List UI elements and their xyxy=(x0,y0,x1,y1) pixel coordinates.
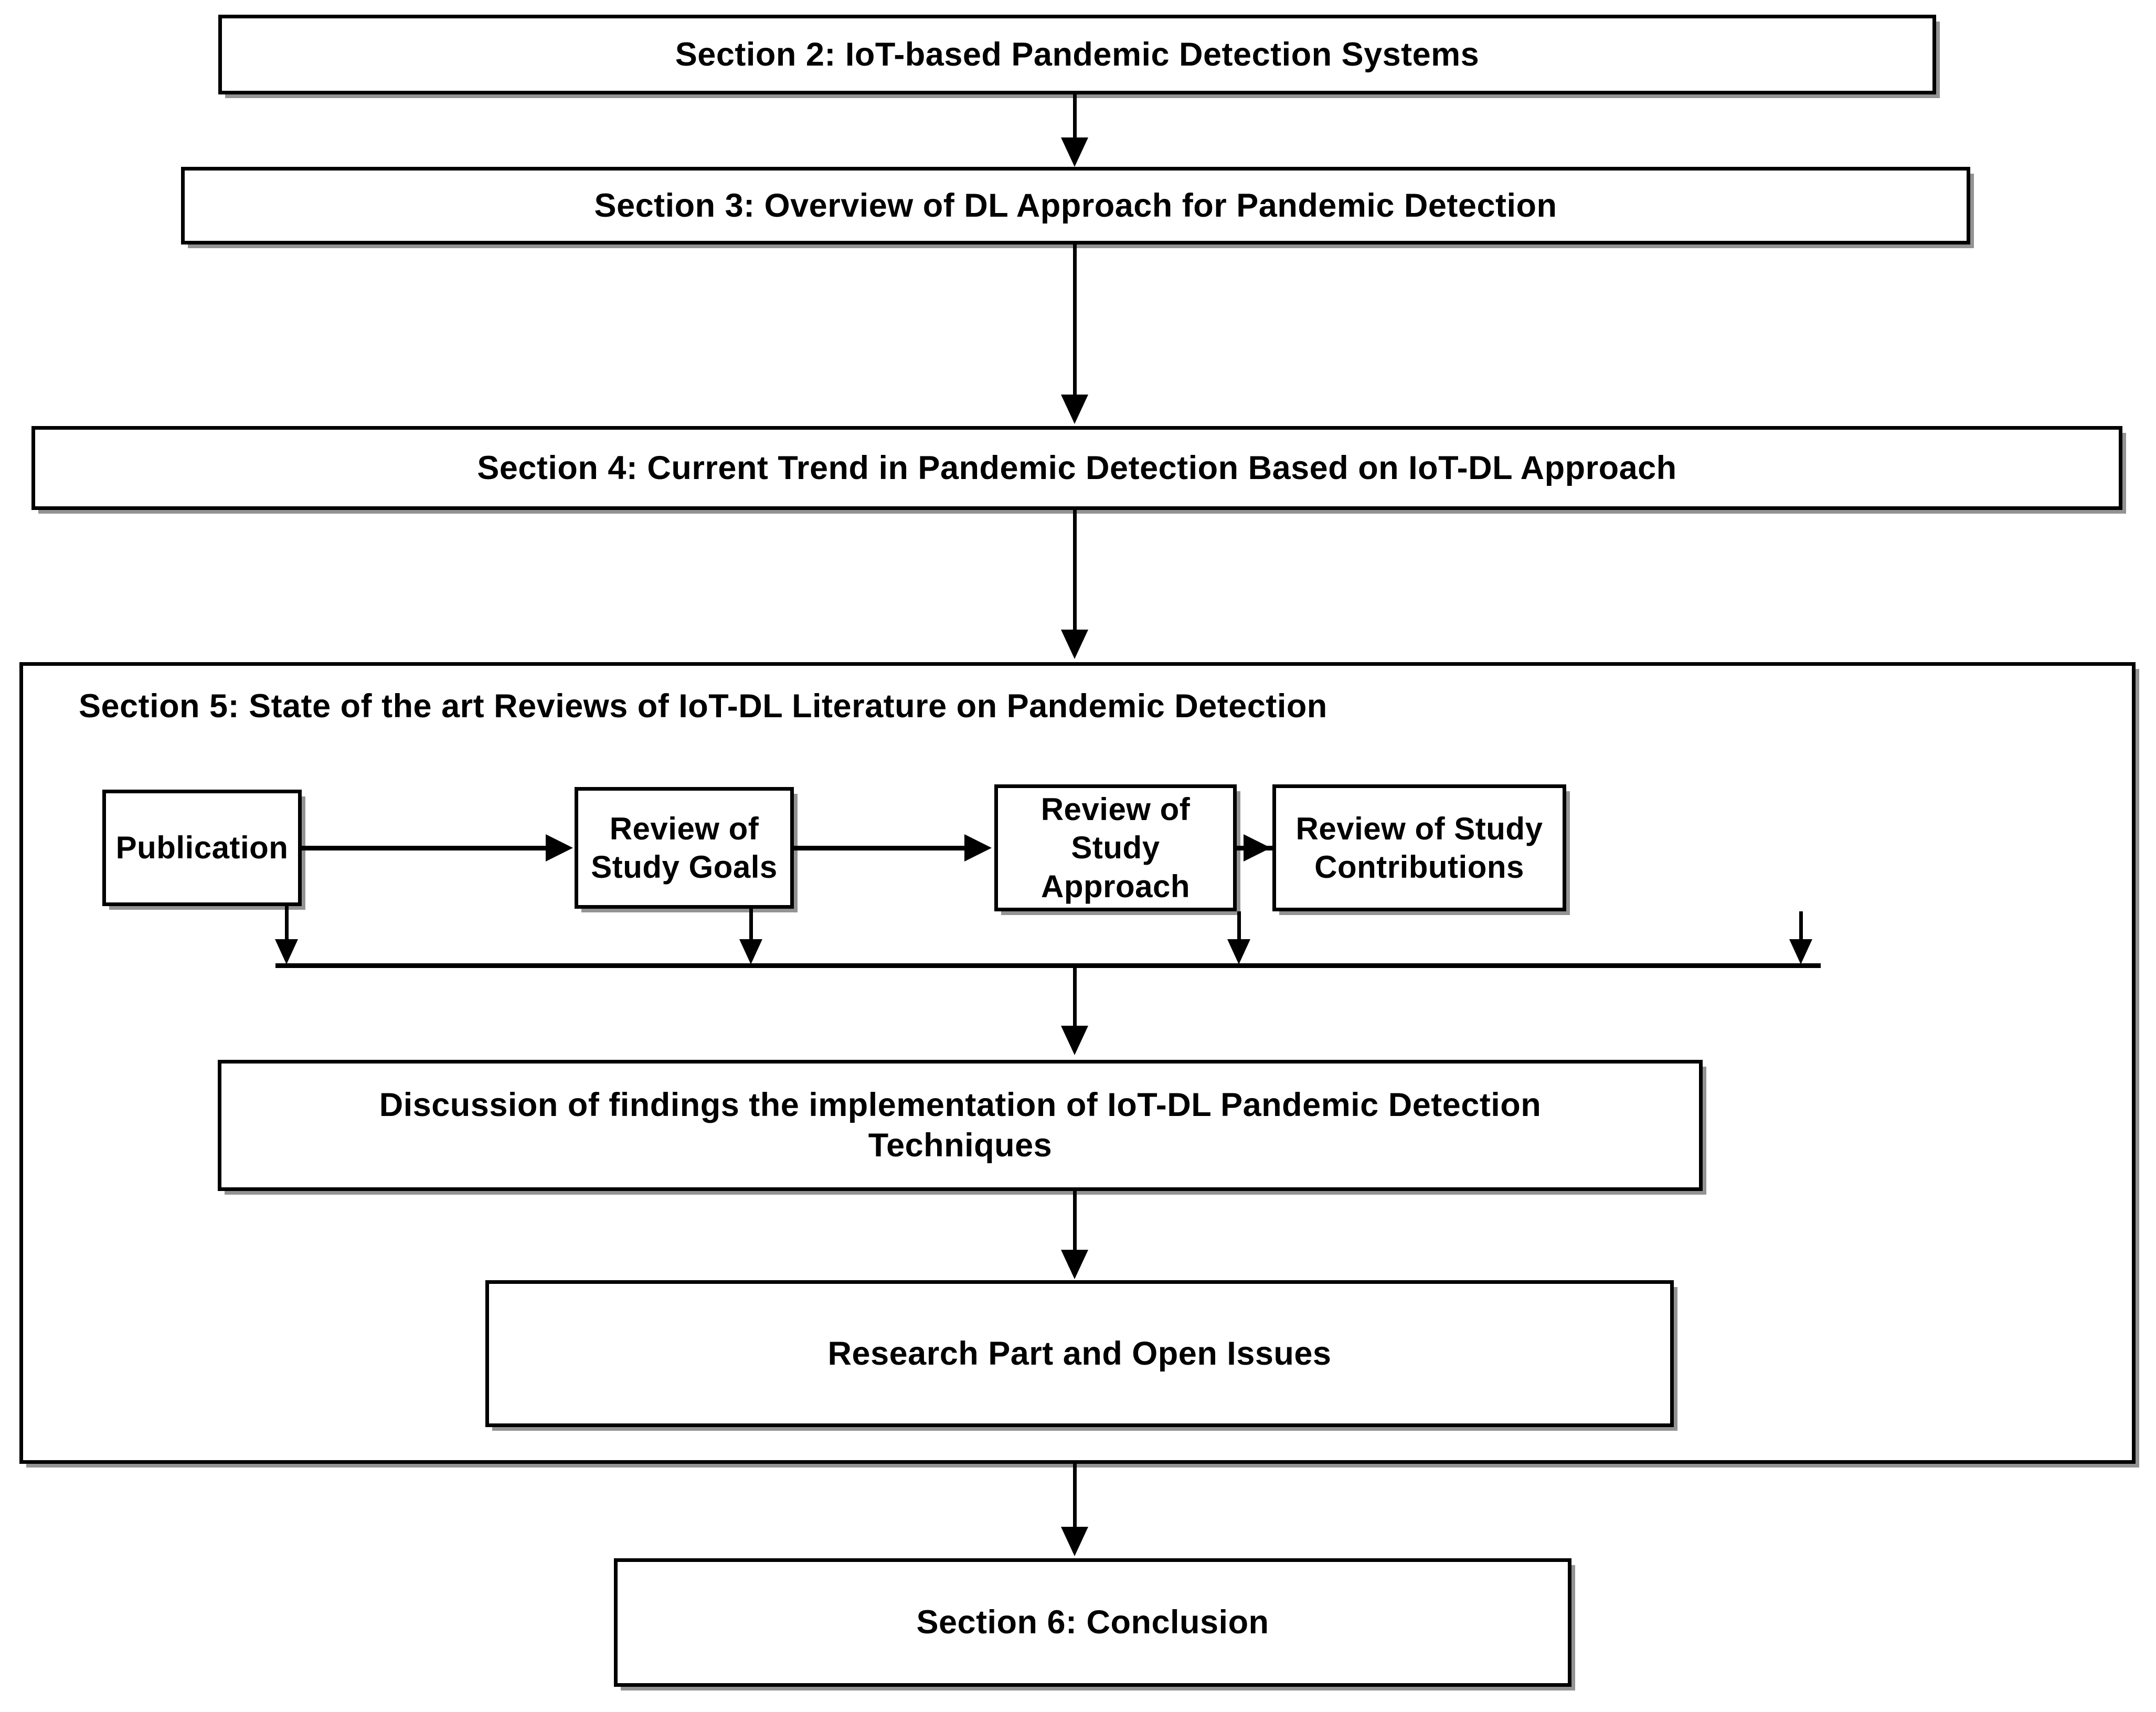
edge-merge-discussion-arrowhead xyxy=(1061,1026,1088,1055)
node-publication-label: Publication xyxy=(115,830,289,866)
node-section-2-label: Section 2: IoT-based Pandemic Detection … xyxy=(675,36,1480,73)
edge-review-goals-merge-line xyxy=(749,909,753,944)
edge-section5-section6-line xyxy=(1073,1464,1077,1532)
edge-review-goals-review-approach-line xyxy=(794,846,967,850)
edge-section3-section4-line xyxy=(1073,244,1077,400)
merge-bar xyxy=(275,963,1821,968)
edge-section2-section3-arrowhead xyxy=(1061,137,1088,167)
edge-publication-merge-arrowhead xyxy=(275,939,298,964)
edge-publication-review-goals-arrowhead xyxy=(546,834,573,862)
node-review-of-study-contributions[interactable]: Review of Study Contributions xyxy=(1272,784,1566,911)
edge-discussion-research-arrowhead xyxy=(1061,1250,1088,1279)
node-section-3[interactable]: Section 3: Overview of DL Approach for P… xyxy=(181,167,1970,244)
edge-section3-section4-arrowhead xyxy=(1061,395,1088,424)
node-discussion-of-findings[interactable]: Discussion of findings the implementatio… xyxy=(218,1060,1703,1191)
node-section-6-label: Section 6: Conclusion xyxy=(916,1604,1269,1641)
edge-section4-section5-line xyxy=(1073,510,1077,635)
node-section-3-label: Section 3: Overview of DL Approach for P… xyxy=(594,187,1557,224)
edge-review-goals-review-approach-arrowhead xyxy=(964,834,992,862)
edge-discussion-research-line xyxy=(1073,1191,1077,1254)
edge-merge-discussion-line xyxy=(1073,966,1077,1028)
node-review-of-study-goals-label: Review of Study Goals xyxy=(591,811,778,885)
node-discussion-of-findings-label: Discussion of findings the implementatio… xyxy=(379,1087,1542,1164)
edge-section2-section3-line xyxy=(1073,94,1077,146)
node-research-part-and-open-issues[interactable]: Research Part and Open Issues xyxy=(485,1280,1674,1427)
node-review-of-study-approach[interactable]: Review of Study Approach xyxy=(994,784,1237,911)
node-section-5-label: Section 5: State of the art Reviews of I… xyxy=(79,688,1327,725)
node-review-of-study-contributions-label: Review of Study Contributions xyxy=(1295,811,1543,885)
edge-review-goals-merge-arrowhead xyxy=(739,939,762,964)
node-research-part-and-open-issues-label: Research Part and Open Issues xyxy=(827,1335,1332,1372)
node-review-of-study-goals[interactable]: Review of Study Goals xyxy=(575,787,794,909)
edge-section4-section5-arrowhead xyxy=(1061,630,1088,659)
edge-review-contributions-merge-arrowhead xyxy=(1789,939,1812,964)
edge-section5-section6-arrowhead xyxy=(1061,1527,1088,1556)
node-publication[interactable]: Publication xyxy=(102,790,302,906)
edge-review-contributions-merge-line xyxy=(1799,911,1803,944)
edge-publication-review-goals-line xyxy=(302,846,548,850)
node-section-2[interactable]: Section 2: IoT-based Pandemic Detection … xyxy=(218,15,1936,94)
edge-review-approach-merge-arrowhead xyxy=(1227,939,1250,964)
node-section-6[interactable]: Section 6: Conclusion xyxy=(614,1558,1571,1687)
node-section-4[interactable]: Section 4: Current Trend in Pandemic Det… xyxy=(31,426,2122,510)
node-section-4-label: Section 4: Current Trend in Pandemic Det… xyxy=(477,449,1677,486)
edge-review-approach-merge-line xyxy=(1237,911,1241,944)
edge-publication-merge-line xyxy=(285,906,289,944)
edge-review-approach-review-contributions-line xyxy=(1237,846,1273,850)
node-review-of-study-approach-label: Review of Study Approach xyxy=(1040,792,1191,904)
